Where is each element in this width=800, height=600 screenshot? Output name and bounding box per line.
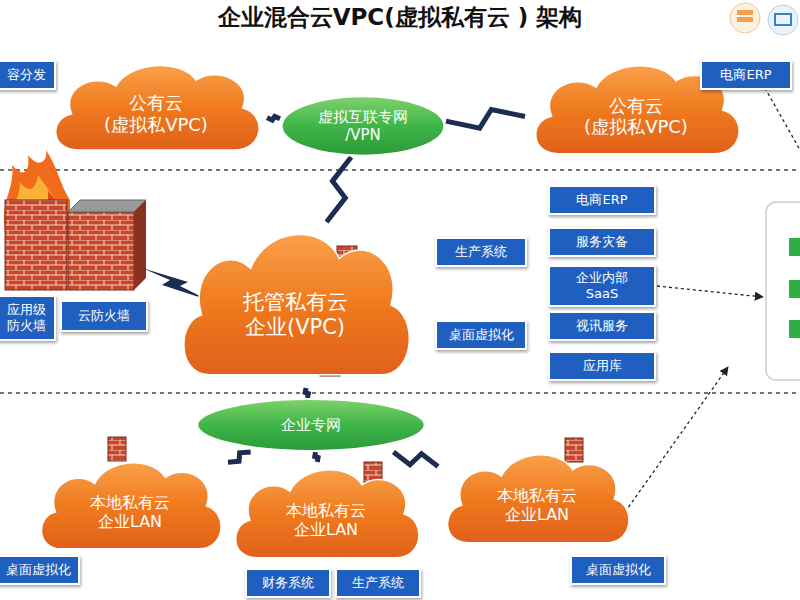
cloud-outline	[236, 470, 419, 558]
cloud-outline	[184, 235, 409, 375]
node-text-group: 桌面虚拟化	[449, 327, 514, 343]
node-label: 本地私有云 企业LAN	[271, 501, 381, 539]
node-text-group: 应用级 防火墙	[1, 302, 51, 333]
system-box: 财务系统	[245, 568, 331, 598]
network-ellipse: 虚拟互联专网 /VPN	[280, 95, 446, 157]
dashed-line	[765, 88, 800, 150]
system-box: 桌面虚拟化	[0, 555, 80, 585]
cloud-node: 本地私有云 企业LAN	[226, 462, 426, 566]
lightning-link	[305, 388, 308, 398]
lightning-link	[327, 157, 352, 222]
ellipse-outline	[197, 399, 424, 451]
node-text-group: 托管私有云 企业(VPC)	[225, 290, 365, 340]
lightning-link	[315, 452, 318, 462]
system-box: 生产系统	[335, 568, 421, 598]
system-box: 服务灾备	[548, 227, 656, 257]
system-box: 电商ERP	[548, 185, 656, 215]
node-label: 服务灾备	[576, 234, 628, 250]
network-ellipse: 企业专网	[195, 398, 427, 452]
node-label: 电商ERP	[576, 192, 627, 208]
dashed-arrow	[625, 367, 728, 512]
node-label: 容分发	[7, 67, 46, 83]
node-text-group: 电商ERP	[720, 67, 771, 83]
ellipse-outline	[282, 96, 445, 156]
node-label: 生产系统	[352, 575, 404, 591]
side-panel	[766, 202, 800, 380]
node-text-group: 本地私有云 企业LAN	[75, 493, 185, 531]
node-text-group: 虚拟互联专网 /VPN	[308, 108, 418, 144]
node-label: 托管私有云 企业(VPC)	[225, 290, 365, 340]
node-label: 应用库	[583, 358, 622, 374]
node-label: 公有云 (虚拟私VPC)	[576, 95, 696, 138]
node-label: 虚拟互联专网 /VPN	[308, 108, 418, 144]
node-text-group: 企业内部 SaaS	[571, 270, 633, 301]
lightning-link	[267, 116, 280, 120]
lightning-link	[228, 452, 251, 462]
node-label: 企业内部 SaaS	[571, 270, 633, 301]
system-box: 企业内部 SaaS	[548, 265, 656, 307]
node-label: 财务系统	[262, 575, 314, 591]
node-label: 云防火墙	[78, 308, 130, 324]
node-label: 桌面虚拟化	[449, 327, 514, 343]
system-box: 桌面虚拟化	[570, 555, 666, 585]
dashed-separator	[0, 392, 800, 393]
node-text-group: 生产系统	[352, 575, 404, 591]
node-label: 生产系统	[455, 244, 507, 260]
node-label: 电商ERP	[720, 67, 771, 83]
node-label: 本地私有云 企业LAN	[482, 486, 592, 524]
corner-icons	[730, 3, 798, 35]
node-text-group: 服务灾备	[576, 234, 628, 250]
node-text-group: 云防火墙	[78, 308, 130, 324]
node-text-group: 生产系统	[455, 244, 507, 260]
cloud-outline	[448, 455, 629, 543]
cloud-node: 本地私有云 企业LAN	[32, 455, 228, 557]
node-text-group: 电商ERP	[576, 192, 627, 208]
node-label: 桌面虚拟化	[6, 562, 71, 578]
node-text-group: 桌面虚拟化	[586, 562, 651, 578]
node-text-group: 公有云 (虚拟私VPC)	[96, 92, 216, 135]
node-text-group: 本地私有云 企业LAN	[271, 501, 381, 539]
lightning-link	[393, 452, 438, 467]
node-label: 应用级 防火墙	[1, 302, 51, 333]
system-box: 应用库	[548, 351, 656, 381]
node-text-group: 容分发	[7, 67, 46, 83]
firewall-illustration	[4, 150, 208, 300]
system-box: 应用级 防火墙	[0, 295, 56, 341]
node-label: 视讯服务	[576, 318, 628, 334]
system-box: 容分发	[0, 60, 56, 90]
system-box: 电商ERP	[700, 60, 792, 90]
node-label: 企业专网	[281, 416, 341, 434]
system-box: 桌面虚拟化	[435, 320, 527, 350]
node-text-group: 视讯服务	[576, 318, 628, 334]
cloud-node: 本地私有云 企业LAN	[438, 447, 636, 551]
node-text-group: 桌面虚拟化	[6, 562, 71, 578]
system-box: 云防火墙	[60, 300, 148, 332]
node-label: 桌面虚拟化	[586, 562, 651, 578]
lightning-link	[446, 109, 525, 128]
cloud-outline	[41, 463, 221, 549]
node-label: 本地私有云 企业LAN	[75, 493, 185, 531]
node-text-group: 财务系统	[262, 575, 314, 591]
system-box: 生产系统	[435, 237, 527, 267]
cloud-node: 公有云 (虚拟私VPC)	[45, 58, 267, 158]
node-text-group: 企业专网	[281, 416, 341, 434]
dashed-arrow	[657, 286, 763, 297]
node-text-group: 公有云 (虚拟私VPC)	[576, 95, 696, 138]
diagram-title: 企业混合云VPC(虚拟私有云 ) 架构	[0, 2, 800, 33]
node-label: 公有云 (虚拟私VPC)	[96, 92, 216, 135]
cloud-outline	[56, 66, 259, 150]
node-text-group: 本地私有云 企业LAN	[482, 486, 592, 524]
system-box: 视讯服务	[548, 311, 656, 341]
cloud-node: 托管私有云 企业(VPC)	[172, 222, 418, 388]
dashed-separator	[0, 169, 800, 170]
node-text-group: 应用库	[583, 358, 622, 374]
